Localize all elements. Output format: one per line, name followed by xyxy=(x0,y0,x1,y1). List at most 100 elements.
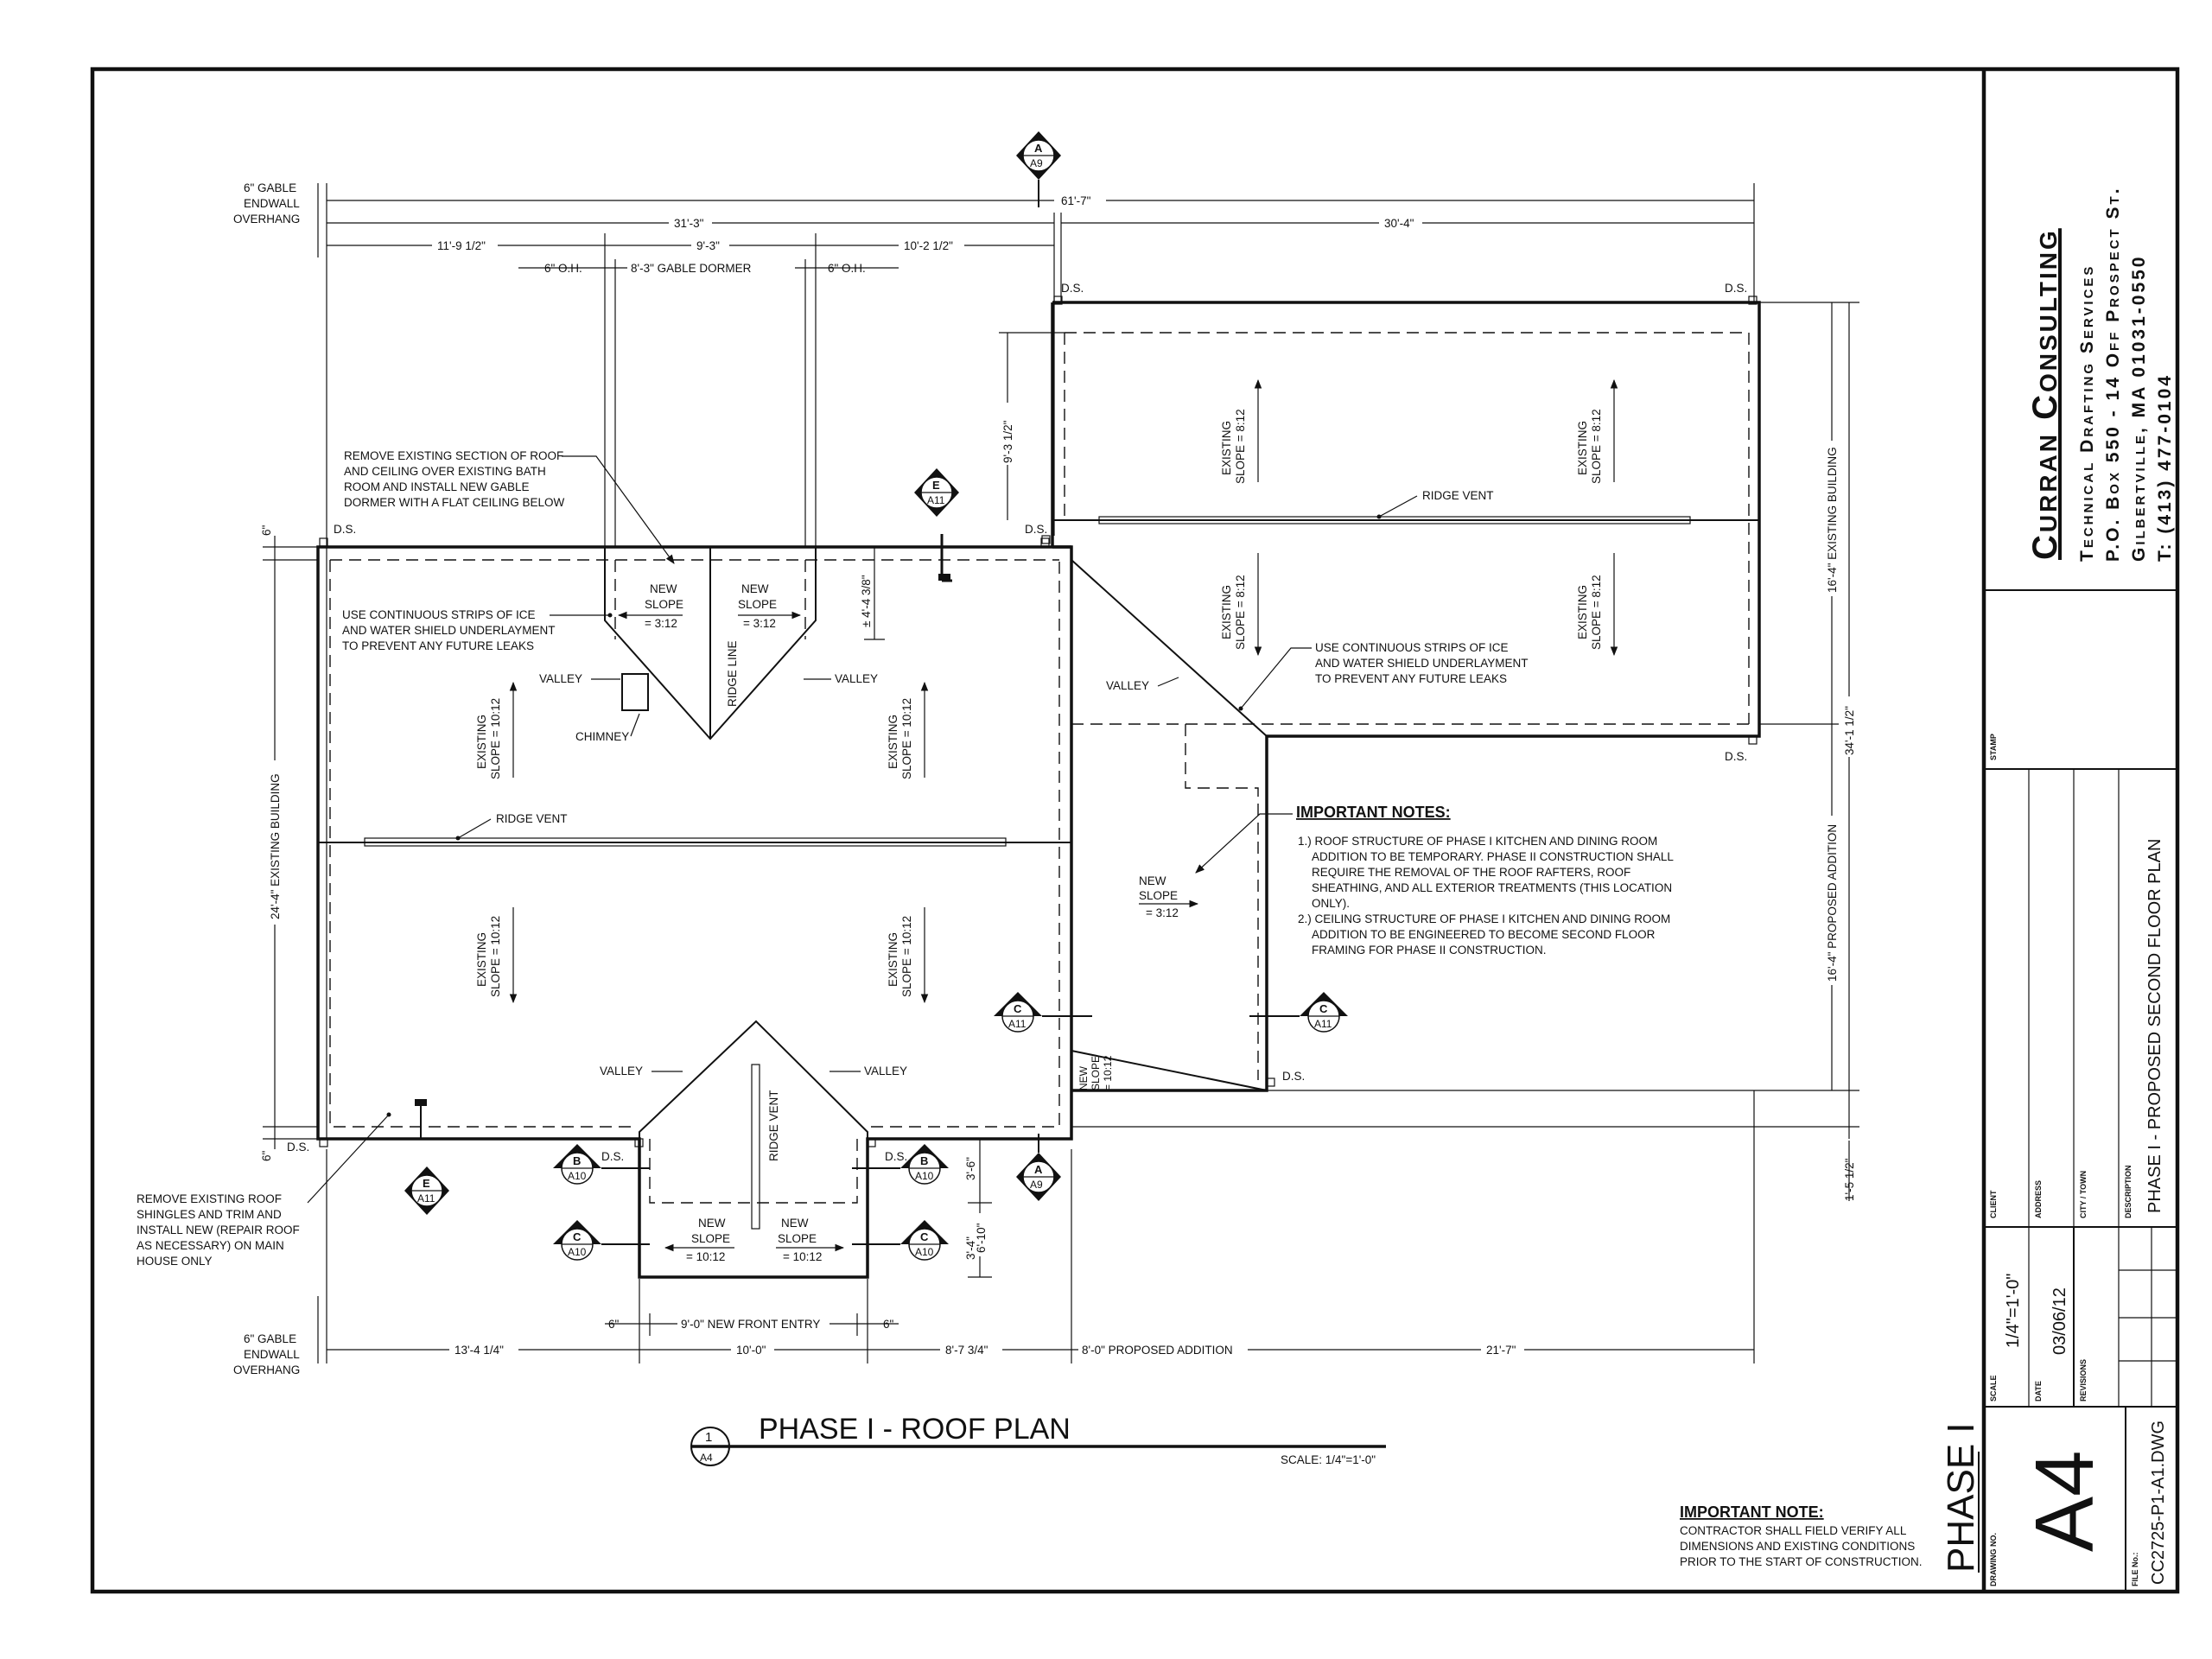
svg-text:A10: A10 xyxy=(915,1170,934,1182)
svg-text:REQUIRE THE REMOVAL OF THE ROO: REQUIRE THE REMOVAL OF THE ROOF RAFTERS,… xyxy=(1312,866,1630,879)
ds-label: D.S. xyxy=(1282,1070,1305,1083)
new-slope-label: SLOPE xyxy=(645,598,683,611)
dim-left-bottom-6: 6" xyxy=(260,1150,273,1161)
city-label: CITY / TOWN xyxy=(2079,1171,2088,1218)
svg-text:AND WATER SHIELD UNDERLAYMENT: AND WATER SHIELD UNDERLAYMENT xyxy=(342,624,556,637)
file-no-value: CC2725-P1-A1.DWG xyxy=(2149,1421,2168,1585)
valley-label: VALLEY xyxy=(835,672,878,685)
dim-entry-610: 6'-10" xyxy=(975,1223,988,1253)
ridge-vent-label: RIDGE VENT xyxy=(1422,489,1494,502)
svg-text:USE CONTINUOUS STRIPS OF ICE: USE CONTINUOUS STRIPS OF ICE xyxy=(1315,641,1509,654)
description-value: PHASE I - PROPOSED SECOND FLOOR PLAN xyxy=(2145,839,2164,1213)
new-slope-label: NEW xyxy=(1139,874,1166,887)
new-slope-label: NEW xyxy=(650,582,677,595)
date-value: 03/06/12 xyxy=(2050,1287,2069,1355)
svg-text:A11: A11 xyxy=(1314,1018,1332,1030)
note-gable-bottom: 6" GABLE ENDWALL OVERHANG xyxy=(233,1332,300,1376)
scale-value: 1/4"=1'-0" xyxy=(2004,1274,2023,1348)
dim-right-overall: 34'-1 1/2" xyxy=(1843,706,1856,755)
valley-label: VALLEY xyxy=(864,1065,907,1077)
dim-right-existing: 16'-4" EXISTING BUILDING xyxy=(1826,447,1839,593)
chimney-label: CHIMNEY xyxy=(575,730,629,743)
field-note-heading: IMPORTANT NOTE: xyxy=(1680,1503,1824,1521)
svg-text:A10: A10 xyxy=(915,1246,934,1258)
svg-text:SHEATHING, AND ALL EXTERIOR TR: SHEATHING, AND ALL EXTERIOR TREATMENTS (… xyxy=(1312,881,1672,894)
section-mark-c-a11-right: C A11 xyxy=(1249,992,1348,1033)
svg-text:A9: A9 xyxy=(1030,1179,1043,1191)
new-slope-label: SLOPE xyxy=(778,1232,817,1245)
existing-slope: SLOPE = 8:12 xyxy=(1590,575,1603,650)
title-sheet: A4 xyxy=(700,1452,713,1464)
dim-bottom-c: 8'-7 3/4" xyxy=(945,1344,988,1357)
address-label: ADDRESS xyxy=(2034,1180,2043,1218)
new-slope-value: = 3:12 xyxy=(743,617,776,630)
existing-slope: SLOPE = 8:12 xyxy=(1234,409,1247,484)
dim-dormer-height: ± 4'-4 3/8" xyxy=(860,575,873,627)
svg-text:A11: A11 xyxy=(1008,1018,1027,1030)
svg-text:DIMENSIONS AND EXISTING CONDIT: DIMENSIONS AND EXISTING CONDITIONS xyxy=(1680,1540,1915,1553)
title-number: 1 xyxy=(705,1430,712,1445)
svg-text:USE CONTINUOUS STRIPS OF ICE: USE CONTINUOUS STRIPS OF ICE xyxy=(342,608,536,621)
note-ice-shield-right: USE CONTINUOUS STRIPS OF ICE AND WATER S… xyxy=(1238,641,1529,711)
svg-text:1.) ROOF STRUCTURE OF PHASE I: 1.) ROOF STRUCTURE OF PHASE I KITCHEN AN… xyxy=(1298,835,1657,848)
client-label: CLIENT xyxy=(1989,1190,1998,1218)
svg-text:B: B xyxy=(573,1154,581,1167)
svg-text:DORMER WITH A FLAT CEILING BEL: DORMER WITH A FLAT CEILING BELOW xyxy=(344,496,565,509)
ridge-vent-label: RIDGE VENT xyxy=(767,1090,780,1161)
svg-text:6" GABLE: 6" GABLE xyxy=(244,181,296,194)
section-mark-a-a9-top: A A9 xyxy=(1016,131,1061,207)
company-address: P.O. Box 550 - 14 Off Prospect St. xyxy=(2103,186,2123,562)
file-no-label: FILE No.: xyxy=(2131,1553,2139,1587)
section-mark-b-a10-right: B A10 xyxy=(852,1144,949,1185)
existing-label: EXISTING xyxy=(887,715,899,769)
svg-text:C: C xyxy=(1319,1002,1328,1015)
callout-notes: REMOVE EXISTING SECTION OF ROOF AND CEIL… xyxy=(137,181,1923,1568)
dim-oh-right: 6" O.H. xyxy=(828,262,866,275)
ridge-line-label: RIDGE LINE xyxy=(726,640,739,707)
existing-label: EXISTING xyxy=(1220,585,1233,639)
phase-label: PHASE I xyxy=(1940,1422,1982,1573)
dim-dormer: 8'-3" GABLE DORMER xyxy=(631,262,752,275)
ds-label: D.S. xyxy=(1725,750,1747,763)
dim-right-93: 9'-3 1/2" xyxy=(1001,420,1014,463)
existing-slope: SLOPE = 10:12 xyxy=(489,916,502,997)
svg-text:ONLY).: ONLY). xyxy=(1312,897,1350,910)
dim-right-15: 1'-5 1/2" xyxy=(1843,1158,1856,1201)
note-gable-top: 6" GABLE ENDWALL OVERHANG xyxy=(233,181,300,226)
existing-slope: SLOPE = 10:12 xyxy=(900,698,913,779)
ds-label: D.S. xyxy=(334,523,356,536)
new-slope-value: = 10:12 xyxy=(686,1250,725,1263)
dimension-lines xyxy=(263,183,1859,1363)
main-house-roof xyxy=(316,534,1073,1279)
company-phone: T: (413) 477-0104 xyxy=(2155,373,2175,562)
svg-text:A11: A11 xyxy=(927,494,945,506)
dim-oh-left: 6" O.H. xyxy=(544,262,582,275)
existing-label: EXISTING xyxy=(1576,585,1589,639)
svg-text:A: A xyxy=(1034,142,1043,155)
svg-text:6" GABLE: 6" GABLE xyxy=(244,1332,296,1345)
ds-label: D.S. xyxy=(885,1150,907,1163)
svg-text:AND WATER SHIELD UNDERLAYMENT: AND WATER SHIELD UNDERLAYMENT xyxy=(1315,657,1529,670)
important-notes: IMPORTANT NOTES: 1.) ROOF STRUCTURE OF P… xyxy=(1195,804,1674,957)
svg-text:FRAMING FOR PHASE II CONSTRUCT: FRAMING FOR PHASE II CONSTRUCTION. xyxy=(1312,944,1547,957)
svg-text:A10: A10 xyxy=(568,1246,587,1258)
drawing-no-label: DRAWING NO. xyxy=(1989,1533,1998,1586)
new-slope-label: NEW xyxy=(698,1217,726,1230)
roof-labels: D.S. D.S. D.S. D.S. D.S. D.S. D.S. D.S. … xyxy=(287,282,1747,1263)
new-slope-label: NEW xyxy=(781,1217,809,1230)
svg-text:OVERHANG: OVERHANG xyxy=(233,213,300,226)
svg-text:SHINGLES AND TRIM AND: SHINGLES AND TRIM AND xyxy=(137,1208,282,1221)
dim-entry-left: 6" xyxy=(608,1318,620,1331)
svg-text:TO PREVENT ANY FUTURE LEAKS: TO PREVENT ANY FUTURE LEAKS xyxy=(342,639,534,652)
field-verify-note: IMPORTANT NOTE: CONTRACTOR SHALL FIELD V… xyxy=(1680,1503,1923,1568)
revisions-label: REVISIONS xyxy=(2079,1359,2088,1402)
dim-bottom-e: 21'-7" xyxy=(1486,1344,1516,1357)
addition-roof xyxy=(1041,296,1761,1092)
svg-text:A10: A10 xyxy=(568,1170,587,1182)
dim-entry-34: 3'-4" xyxy=(964,1236,977,1260)
dim-top-overall: 61'-7" xyxy=(1061,194,1091,207)
section-mark-a-a9-bottom: A A9 xyxy=(1016,1134,1061,1201)
new-slope-label: SLOPE xyxy=(1139,889,1178,902)
new-slope-label: NEW xyxy=(1077,1065,1090,1090)
